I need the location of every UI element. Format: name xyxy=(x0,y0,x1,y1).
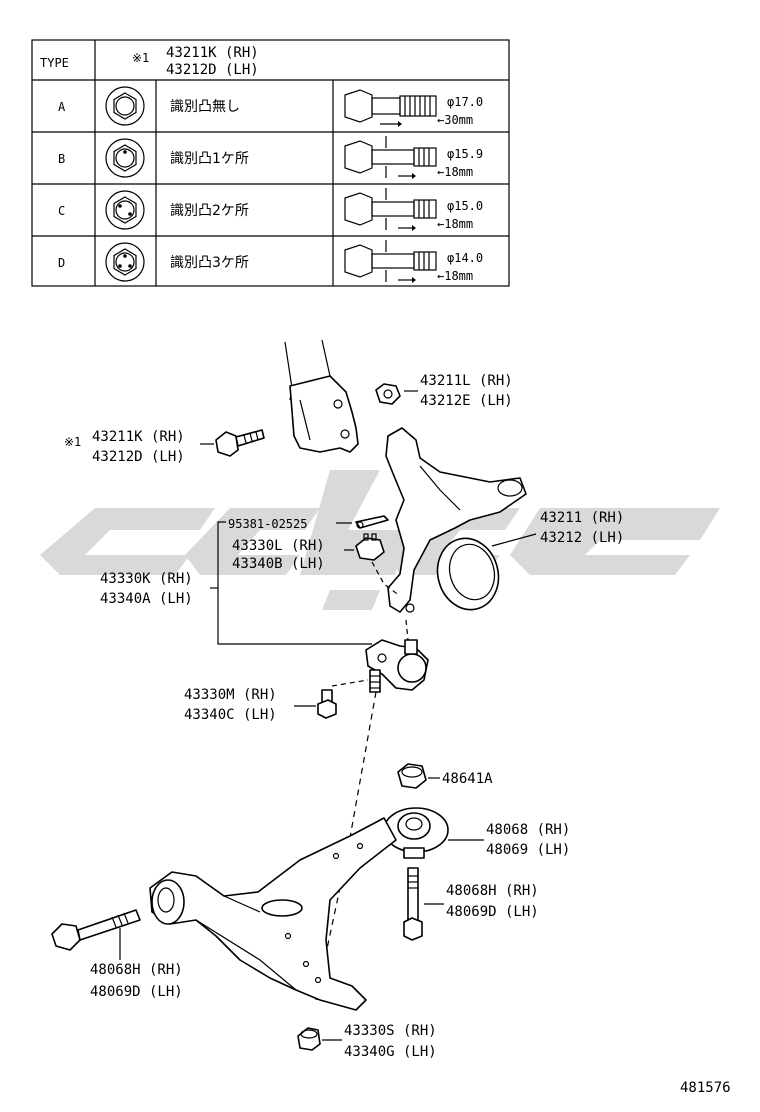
label-43330L-rh: 43330L (RH) xyxy=(232,538,325,554)
label-43211-lh: 43212 (LH) xyxy=(540,530,624,546)
label-95381-02525: 95381-02525 xyxy=(228,517,307,531)
watermark-logo xyxy=(40,470,720,610)
nut-48641A xyxy=(397,763,440,789)
label-43211K-ref: ※1 xyxy=(64,435,81,449)
row-a-nut-icon xyxy=(105,86,145,126)
label-48068-lh: 48069 (LH) xyxy=(486,842,570,858)
label-48068H-left-rh: 48068H (RH) xyxy=(90,962,183,978)
label-43330L-lh: 43340B (LH) xyxy=(232,556,325,572)
row-a-desc: 識別凸無し xyxy=(170,99,240,115)
identification-table: TYPE ※1 43211K (RH) 43212D (LH) A 識別凸無し … xyxy=(31,39,510,287)
label-43330M-lh: 43340C (LH) xyxy=(184,707,277,723)
lower-control-arm xyxy=(149,817,397,1011)
row-d-dia: φ14.0 xyxy=(447,251,483,265)
row-c-len: ←18mm xyxy=(437,217,473,231)
bushing-48068 xyxy=(383,807,484,859)
label-48068H-right-lh: 48069D (LH) xyxy=(446,904,539,920)
label-48068H-left-lh: 48069D (LH) xyxy=(90,984,183,1000)
steering-knuckle xyxy=(385,427,537,613)
label-48068H-right-rh: 48068H (RH) xyxy=(446,883,539,899)
row-d-nut-icon xyxy=(105,242,145,282)
ball-joint xyxy=(365,619,429,693)
row-b-nut-icon xyxy=(105,138,145,178)
label-48641A: 48641A xyxy=(442,771,493,787)
row-d-len: ←18mm xyxy=(437,269,473,283)
diagram-id: 481576 xyxy=(680,1080,731,1096)
table-header-rh: 43211K (RH) xyxy=(166,45,259,61)
row-d-type: D xyxy=(58,256,65,270)
table-header-type: TYPE xyxy=(40,56,69,70)
row-c-desc: 識別凸2ケ所 xyxy=(170,203,249,219)
label-43211L-rh: 43211L (RH) xyxy=(420,373,513,389)
row-c-bolt-icon xyxy=(344,188,437,231)
label-43211K-lh: 43212D (LH) xyxy=(92,449,185,465)
table-header-ref: ※1 xyxy=(132,51,149,65)
row-d-desc: 識別凸3ケ所 xyxy=(170,255,249,271)
row-b-desc: 識別凸1ケ所 xyxy=(170,151,249,167)
row-a-bolt-icon xyxy=(344,89,437,127)
label-43330K-rh: 43330K (RH) xyxy=(100,571,193,587)
bolt-43211K xyxy=(200,429,265,457)
castle-nut-43330L xyxy=(344,533,401,597)
nut-43330S xyxy=(297,1027,342,1051)
bolt-43330M xyxy=(294,679,369,719)
row-d-bolt-icon xyxy=(344,240,437,283)
label-48068-rh: 48068 (RH) xyxy=(486,822,570,838)
cotter-pin xyxy=(336,515,389,529)
label-43330M-rh: 43330M (RH) xyxy=(184,687,277,703)
row-a-len: ←30mm xyxy=(437,113,473,127)
label-43330S-rh: 43330S (RH) xyxy=(344,1023,437,1039)
label-43211K-rh: 43211K (RH) xyxy=(92,429,185,445)
row-c-nut-icon xyxy=(105,190,145,230)
bolt-48068H-right xyxy=(403,867,444,941)
nut-43211L xyxy=(375,383,418,405)
row-b-bolt-icon xyxy=(344,136,437,179)
row-b-len: ←18mm xyxy=(437,165,473,179)
label-43211L-lh: 43212E (LH) xyxy=(420,393,513,409)
row-a-dia: φ17.0 xyxy=(447,95,483,109)
label-43211-rh: 43211 (RH) xyxy=(540,510,624,526)
shock-absorber-bracket xyxy=(284,339,359,453)
ball-joint-bracket-line xyxy=(217,521,372,645)
label-43330S-lh: 43340G (LH) xyxy=(344,1044,437,1060)
row-b-dia: φ15.9 xyxy=(447,147,483,161)
row-c-dia: φ15.0 xyxy=(447,199,483,213)
label-43330K-lh: 43340A (LH) xyxy=(100,591,193,607)
table-header-lh: 43212D (LH) xyxy=(166,62,259,78)
row-a-type: A xyxy=(58,100,66,114)
row-b-type: B xyxy=(58,152,65,166)
row-c-type: C xyxy=(58,204,65,218)
bolt-48068H-left xyxy=(51,909,141,960)
